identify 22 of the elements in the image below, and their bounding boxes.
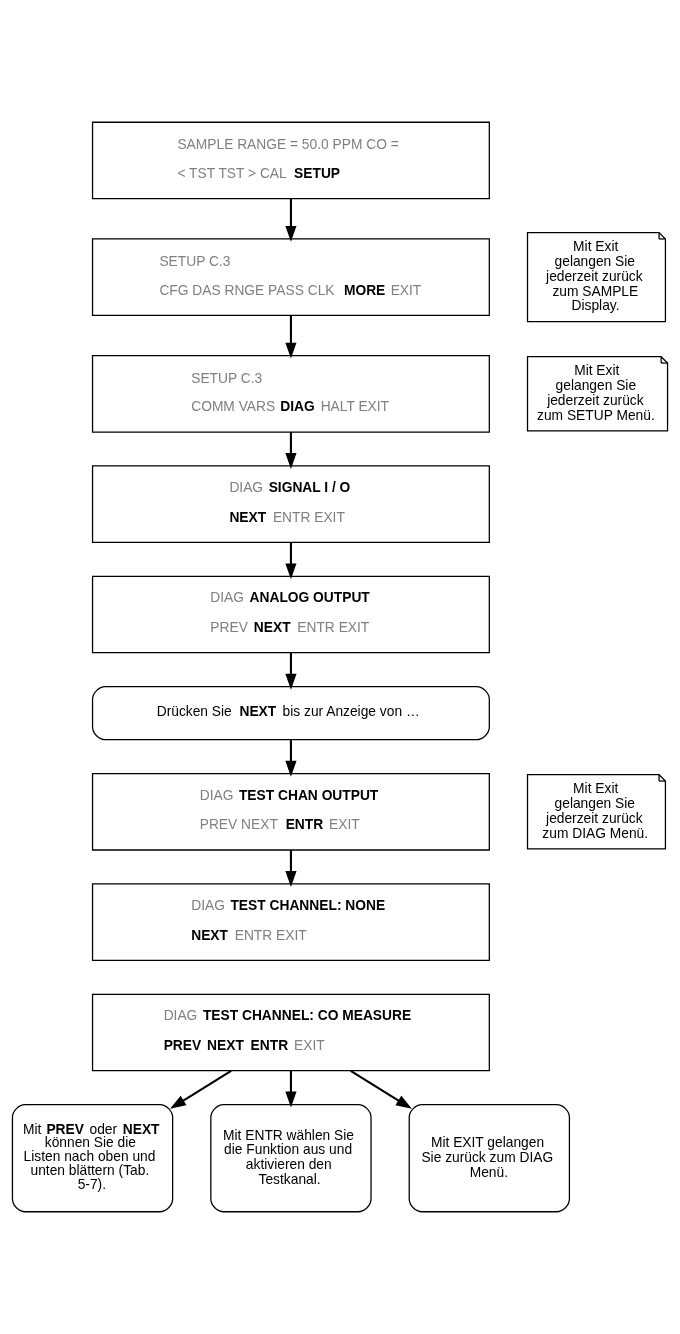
arrow: [350, 1069, 412, 1109]
node-box: DIAG SIGNAL I / O NEXT ENTR EXIT: [91, 465, 490, 543]
node-box: SETUP C.3 COMM VARS DIAG HALT EXIT: [91, 355, 490, 433]
arrow: [285, 198, 297, 242]
arrow: [285, 432, 297, 469]
arrow: [285, 850, 297, 887]
node-box: Mit EXIT gelangen Sie zurück zum DIAG Menü.: [408, 1103, 571, 1213]
node-box: SAMPLE RANGE = 50.0 PPM CO = < TST TST > CAL SETUP: [91, 121, 490, 200]
node-box: DIAG ANALOG OUTPUT PREV NEXT ENTR EXIT: [91, 575, 490, 654]
arrow: [285, 542, 297, 580]
arrow: [285, 315, 297, 359]
node-box: SETUP C.3 CFG DAS RNGE PASS CLK MORE EXIT: [91, 238, 490, 316]
node-box: DIAG TEST CHANNEL: NONE NEXT ENTR EXIT: [91, 883, 490, 961]
arrow: [170, 1069, 232, 1109]
node-box: Mit ENTR wählen Sie die Funktion aus und aktivieren den Testkanal.: [210, 1103, 372, 1213]
node-box: Mit PREV oder NEXT können Sie die Listen nach oben und unten blättern (Tab. 5-7).: [11, 1103, 174, 1213]
node-box: Drücken Sie NEXT bis zur Anzeige von …: [91, 686, 490, 741]
node-box: DIAG TEST CHANNEL: CO MEASURE PREV NEXT ENTR EXIT: [91, 993, 490, 1072]
arrow: [285, 652, 297, 690]
arrow: [285, 740, 297, 777]
arrow: [285, 1070, 297, 1108]
node-box: DIAG TEST CHAN OUTPUT PREV NEXT ENTR EXIT: [91, 773, 490, 851]
